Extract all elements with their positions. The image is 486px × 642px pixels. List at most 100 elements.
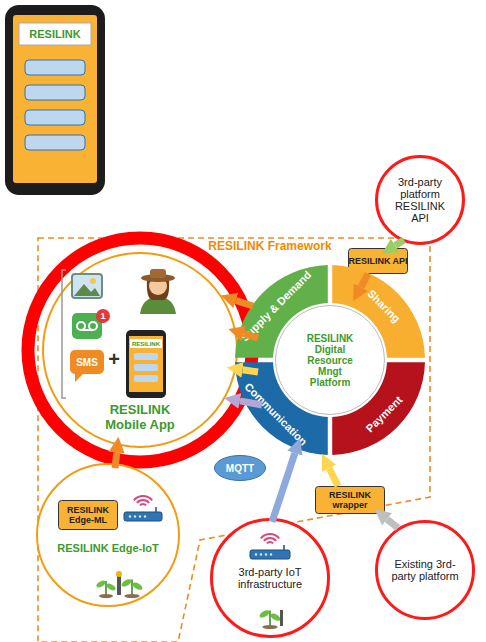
router-antenna <box>283 545 285 550</box>
wifi-wave <box>140 504 146 505</box>
text-group: RESILINK Edge-ML <box>58 500 118 530</box>
flow-arrow <box>115 453 117 468</box>
phone-body <box>5 5 105 195</box>
app-circle <box>43 253 237 447</box>
small-phone-screen <box>129 336 163 392</box>
phone-menu-bar <box>25 110 85 125</box>
flow-arrow <box>243 370 258 372</box>
node-label: MQTT <box>226 463 254 474</box>
voicemail-glyph <box>89 322 97 330</box>
voicemail-glyph <box>81 329 93 331</box>
edge-iot-circle-shape <box>37 464 179 606</box>
phone-header <box>19 23 91 45</box>
badge-count: 1 <box>96 309 110 323</box>
existing-platform-circle-shape <box>377 522 474 619</box>
flow-arrow <box>240 401 262 405</box>
router-led <box>139 515 141 517</box>
platform-hub: RESILINK Digital Resource Mngt Platform <box>275 305 385 415</box>
text-group: Existing 3rd-party platform <box>385 530 465 610</box>
small-phone-bar <box>134 375 158 382</box>
plant-leaf <box>131 581 143 591</box>
flow-arrow <box>361 274 368 287</box>
flow-arrow <box>272 453 295 522</box>
phone-menu-bar <box>25 60 85 75</box>
highlight-ring <box>28 238 252 462</box>
text-group: RESILINK Digital Resource Mngt Platform <box>298 320 362 400</box>
plant-leaf <box>105 582 116 591</box>
text-group: 3rd-party platform RESILINK API <box>385 165 455 235</box>
wheel-sector-shape <box>332 362 425 455</box>
existing-platform-circle: Existing 3rd-party platform <box>375 520 475 620</box>
text-group: RESILINK <box>19 23 91 45</box>
edge-iot-circle: RESILINK Edge-IoT RESILINK Edge-ML <box>36 463 180 607</box>
text-group: RESILINK Framework <box>190 238 350 254</box>
router-antenna <box>155 507 157 512</box>
node-label: RESILINK Edge-IoT <box>57 542 158 554</box>
farmer-hat-crown <box>150 269 166 278</box>
sms-bubble-tail <box>75 373 84 382</box>
small-phone-body <box>126 330 166 398</box>
node-label: 3rd-party platform RESILINK API <box>385 176 455 224</box>
text-group: RESILINK Edge-IoT <box>46 539 170 557</box>
router-led <box>129 515 131 517</box>
edge-ml-box: RESILINK Edge-ML <box>58 500 118 530</box>
notification-badge <box>96 309 110 323</box>
text-group: RESILINK wrapper <box>315 486 385 514</box>
wifi-wave <box>134 496 152 500</box>
external-platform-circle: 3rd-party platform RESILINK API <box>375 155 465 245</box>
node-label: RESILINK wrapper <box>315 490 385 510</box>
mobile-app-circle: RESILINK Mobile App <box>42 252 238 448</box>
router-led <box>255 553 257 555</box>
phone-illustration: RESILINK <box>5 5 105 195</box>
wheel-sector-shape <box>235 362 328 455</box>
plant-stem <box>105 581 107 595</box>
soil-mound <box>262 625 277 629</box>
router-led <box>260 553 262 555</box>
flow-arrow <box>236 300 253 306</box>
text-group: MQTT <box>214 455 266 481</box>
platform-hub-shape <box>276 306 385 415</box>
wheel-sector: Communication <box>235 360 330 455</box>
external-platform-circle-shape <box>377 157 464 244</box>
flow-arrow <box>395 240 404 246</box>
text-group: RESILINK Mobile App <box>95 400 185 434</box>
plant-stem <box>131 580 133 595</box>
plant-leaf <box>258 609 270 619</box>
image-icon <box>72 274 102 298</box>
wrapper-box-shape <box>316 487 385 514</box>
edge-iot-circle-outline <box>36 463 180 607</box>
wheel-sector: Payment <box>330 360 425 455</box>
wifi-wave <box>264 538 276 541</box>
plus-sign: + <box>106 348 122 370</box>
iot-infrastructure-circle-shape <box>212 520 329 637</box>
soil-mound <box>99 594 113 598</box>
node-label: RESILINK Framework <box>208 239 331 253</box>
small-phone-header <box>130 339 162 348</box>
plant-leaf <box>120 578 132 588</box>
node-label: 3rd-party IoT infrastructure <box>225 566 315 590</box>
sms-bubble <box>70 350 104 374</box>
router-led <box>134 515 136 517</box>
plant-stem <box>269 611 271 626</box>
voicemail-glyph <box>77 322 85 330</box>
wheel-sector-outline <box>330 360 425 455</box>
wrapper-box: RESILINK wrapper <box>315 486 385 514</box>
phone-menu-bar <box>25 85 85 100</box>
flow-arrow <box>329 468 338 486</box>
node-label: RESILINK Mobile App <box>95 402 185 432</box>
phone-screen <box>13 15 97 183</box>
small-phone-title: RESILINK <box>130 339 162 348</box>
soil-sensor-head <box>116 571 122 577</box>
router-led <box>265 553 267 555</box>
soil-mound <box>124 594 139 598</box>
router-body <box>124 512 162 521</box>
image-icon-sun <box>90 278 96 284</box>
node-label: RESILINK Digital Resource Mngt Platform <box>298 333 362 388</box>
wifi-wave <box>261 534 279 538</box>
soil-sensor <box>280 610 283 626</box>
wheel-sector-outline <box>235 360 330 455</box>
sms-text: SMS <box>70 350 104 374</box>
edge-ml-box-shape <box>59 501 118 530</box>
